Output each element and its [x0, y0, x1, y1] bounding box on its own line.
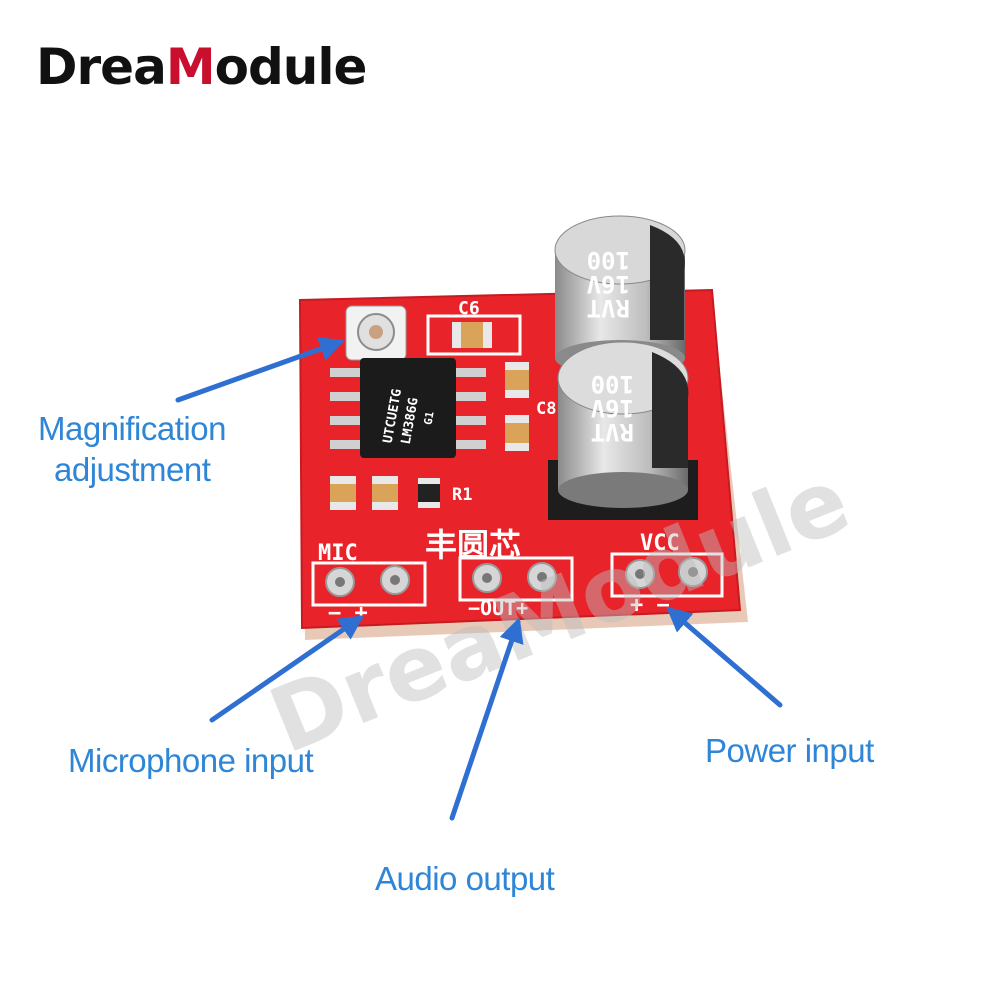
mic-pin-labels: − +: [328, 601, 368, 626]
cap-back-text-3: 100: [587, 246, 630, 274]
cap-front-text-1: RVT: [591, 418, 634, 446]
vcc-label: VCC: [640, 531, 680, 556]
magnification-label: Magnification adjustment: [38, 408, 226, 491]
smd-components: C8 R1: [330, 362, 556, 510]
trimmer-potentiometer: [345, 305, 407, 361]
electrolytic-capacitor-front: RVT 16V 100: [548, 341, 698, 520]
r1-label: R1: [452, 485, 472, 505]
chip-text-3: G1: [421, 410, 436, 426]
magnification-label-line2: adjustment: [54, 451, 211, 489]
brand-text-part1: Drea: [36, 38, 167, 96]
cap-front-text-3: 100: [591, 370, 634, 398]
capacitor-c6: C6: [426, 298, 522, 356]
arrow-audio-output: [449, 617, 524, 821]
microphone-input-label: Microphone input: [68, 742, 314, 779]
arrow-power: [666, 606, 783, 708]
audio-output-label: Audio output: [375, 860, 555, 897]
cap-back-text-2: 16V: [587, 270, 630, 298]
magnification-label-line1: Magnification: [38, 410, 226, 447]
vcc-connector: VCC + −: [610, 531, 724, 618]
c6-label: C6: [458, 298, 480, 319]
cap-front-text-2: 16V: [591, 394, 634, 422]
c8-label: C8: [536, 399, 556, 419]
out-label: −OUT+: [468, 596, 528, 620]
cap-back-text-1: RVT: [587, 294, 630, 322]
arrow-magnification: [175, 336, 345, 403]
out-connector: −OUT+: [458, 556, 574, 620]
lm386-chip: UTCUETG LM386G G1: [330, 358, 486, 458]
power-input-label: Power input: [705, 732, 874, 769]
arrow-microphone: [209, 615, 365, 723]
brand-text-part2: odule: [214, 38, 368, 96]
brand-logo: DreaModule: [36, 42, 367, 92]
callout-arrows: [175, 336, 783, 821]
vcc-pin-labels: + −: [630, 593, 670, 618]
brand-text-accent: M: [165, 38, 216, 96]
